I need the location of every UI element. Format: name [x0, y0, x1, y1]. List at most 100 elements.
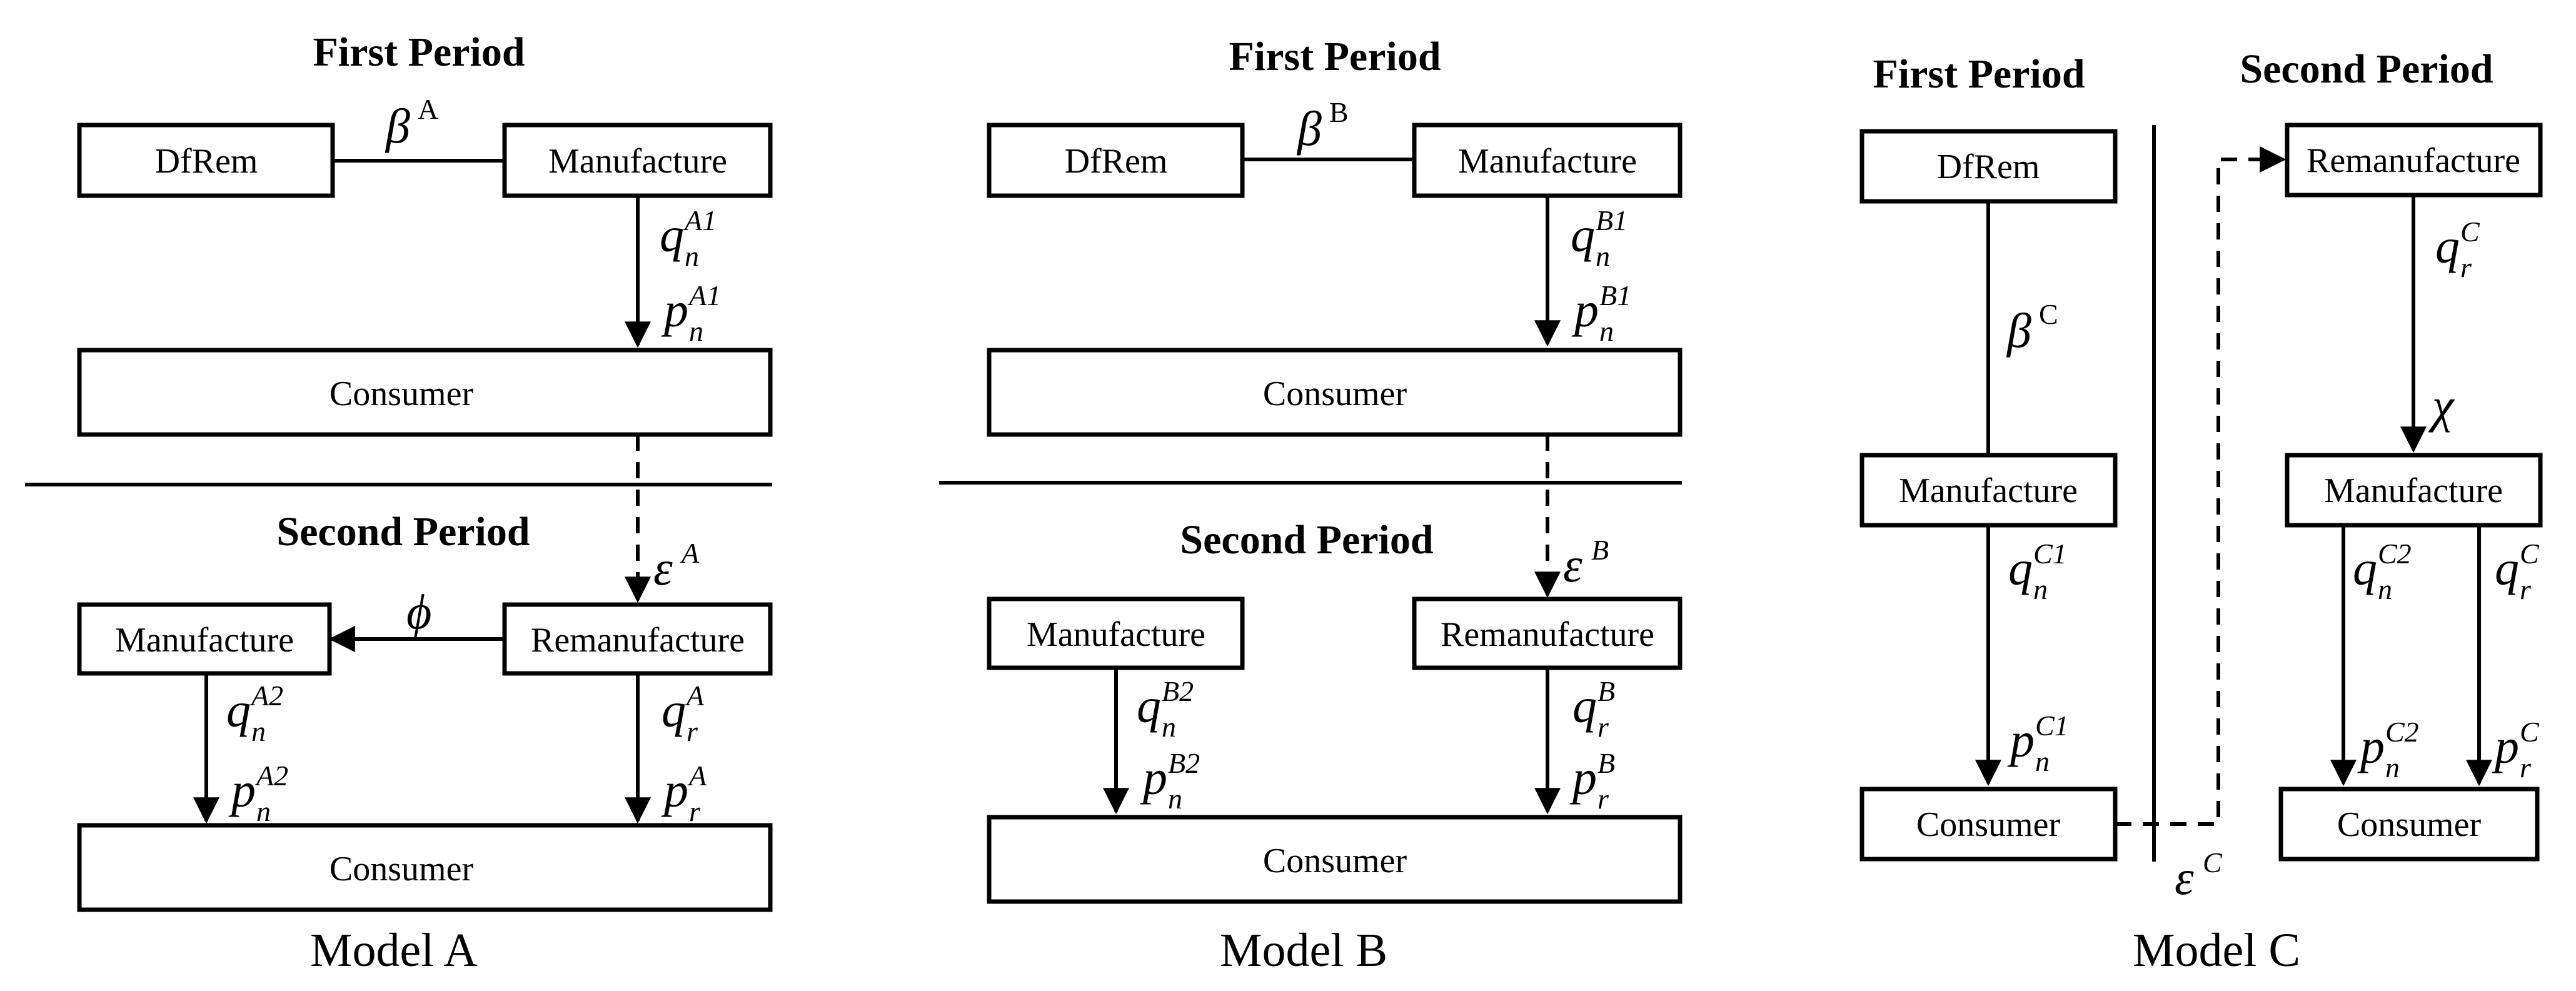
svg-text:ε: ε	[1563, 538, 1582, 592]
model-b-manufacture1-label: Manufacture	[1458, 142, 1637, 181]
model-a-beta-symbol: β A	[385, 93, 438, 153]
svg-text:B2: B2	[1162, 675, 1194, 707]
svg-text:q: q	[2435, 219, 2460, 273]
svg-text:C: C	[2039, 298, 2058, 330]
svg-text:B2: B2	[1168, 747, 1200, 779]
svg-text:β: β	[385, 99, 410, 153]
model-c-consumer1-label: Consumer	[1916, 805, 2061, 844]
model-a-caption: Model A	[310, 924, 478, 977]
model-a-first-period-heading: First Period	[313, 29, 525, 75]
model-c-second-period-heading: Second Period	[2240, 46, 2493, 92]
svg-text:r: r	[1597, 711, 1609, 743]
svg-text:q: q	[2008, 541, 2033, 595]
model-c-first-period-heading: First Period	[1873, 51, 2085, 97]
model-b-consumer1-box	[987, 348, 1683, 437]
svg-text:p: p	[1140, 750, 1167, 805]
svg-text:n: n	[1599, 315, 1614, 347]
svg-text:ε: ε	[2175, 850, 2194, 905]
svg-text:B: B	[1329, 96, 1349, 128]
svg-text:p: p	[2007, 713, 2035, 767]
model-b-consumer2-label: Consumer	[1263, 842, 1407, 880]
model-b-first-period-heading: First Period	[1229, 34, 1441, 79]
svg-text:q: q	[226, 683, 251, 737]
svg-text:A2: A2	[254, 760, 288, 792]
model-a-phi-symbol: ϕ	[406, 585, 431, 639]
svg-text:C: C	[2203, 847, 2223, 878]
svg-text:n: n	[1168, 783, 1182, 815]
svg-text:q: q	[2353, 541, 2377, 595]
svg-text:r: r	[689, 795, 701, 827]
svg-text:n: n	[2035, 745, 2050, 777]
svg-text:β: β	[2006, 303, 2031, 358]
model-a-consumer2-box	[77, 823, 773, 912]
model-a-consumer2-label: Consumer	[330, 850, 474, 888]
model-b-pn1-symbol: p n B1	[1571, 279, 1631, 347]
model-b-epsilon-symbol: ε B	[1563, 534, 1609, 592]
model-a-second-period-heading: Second Period	[276, 509, 530, 555]
model-a-consumer1-box	[77, 348, 773, 437]
model-c-manufacture1-box	[1859, 453, 2118, 528]
svg-text:r: r	[1597, 783, 1609, 815]
model-c: First Period Second Period DfRem β C Man…	[1859, 46, 2543, 977]
svg-text:p: p	[1571, 283, 1599, 337]
model-b-second-period-heading: Second Period	[1180, 517, 1433, 563]
svg-text:B: B	[1597, 747, 1615, 779]
svg-text:ε: ε	[653, 541, 673, 595]
svg-text:B: B	[1591, 534, 1609, 566]
model-b-dfrem-label: DfRem	[1065, 142, 1168, 181]
model-b-remanufacture-label: Remanufacture	[1441, 615, 1654, 654]
model-b-qr-symbol: q r B	[1572, 675, 1615, 743]
svg-text:n: n	[685, 240, 699, 272]
svg-text:n: n	[2385, 752, 2400, 783]
svg-text:n: n	[689, 315, 703, 347]
model-c-consumer2-label: Consumer	[2337, 805, 2482, 844]
svg-text:n: n	[2378, 573, 2392, 605]
model-a-pr-symbol: p r A	[661, 760, 707, 827]
model-c-manufacture2-box	[2285, 453, 2543, 528]
svg-text:B1: B1	[1599, 279, 1631, 311]
model-c-qn2-symbol: q n C2	[2353, 538, 2412, 605]
svg-text:C: C	[2520, 538, 2540, 570]
model-c-return-arrow	[2115, 146, 2287, 826]
model-a-dfrem-box	[77, 123, 335, 198]
svg-text:C1: C1	[2033, 538, 2067, 570]
svg-text:p: p	[2492, 719, 2519, 773]
svg-text:A1: A1	[683, 204, 717, 236]
svg-text:p: p	[1569, 750, 1597, 805]
svg-text:C2: C2	[2378, 538, 2412, 570]
model-b-beta-symbol: β B	[1296, 96, 1349, 156]
model-a-qr-symbol: q r A	[662, 680, 705, 747]
svg-text:A: A	[687, 760, 707, 792]
model-b-pn2-symbol: p n B2	[1140, 747, 1200, 815]
model-a-epsilon-symbol: ε A	[653, 537, 700, 595]
model-c-consumer2-box	[2278, 787, 2540, 862]
svg-text:p: p	[661, 763, 688, 817]
model-c-qr-top-symbol: q r C	[2435, 216, 2480, 283]
model-b-consumer1-label: Consumer	[1263, 375, 1407, 413]
svg-text:p: p	[661, 283, 688, 337]
svg-text:r: r	[2520, 573, 2532, 605]
model-b-manufacture2-label: Manufacture	[1027, 615, 1205, 654]
svg-text:A1: A1	[687, 279, 721, 311]
svg-text:C1: C1	[2035, 710, 2069, 742]
svg-text:C2: C2	[2385, 716, 2419, 748]
svg-text:q: q	[1137, 678, 1161, 733]
svg-text:B1: B1	[1596, 204, 1628, 236]
model-c-qn1-symbol: q n C1	[2008, 538, 2067, 605]
svg-text:C: C	[2460, 216, 2480, 248]
svg-text:r: r	[2520, 752, 2532, 783]
svg-text:q: q	[660, 208, 684, 262]
svg-text:q: q	[662, 683, 686, 737]
svg-text:C: C	[2520, 716, 2540, 748]
model-a-manufacture1-label: Manufacture	[548, 142, 727, 181]
model-a-dfrem-label: DfRem	[155, 142, 258, 181]
model-c-epsilon-symbol: ε C	[2175, 847, 2223, 905]
model-c-pn2-symbol: p n C2	[2357, 716, 2419, 783]
svg-text:β: β	[1296, 101, 1322, 156]
svg-text:q: q	[2495, 541, 2519, 595]
svg-text:n: n	[251, 715, 266, 747]
model-c-caption: Model C	[2133, 924, 2300, 977]
model-b-pr-symbol: p r B	[1569, 747, 1615, 815]
svg-text:n: n	[256, 795, 271, 827]
svg-text:p: p	[2357, 719, 2385, 773]
